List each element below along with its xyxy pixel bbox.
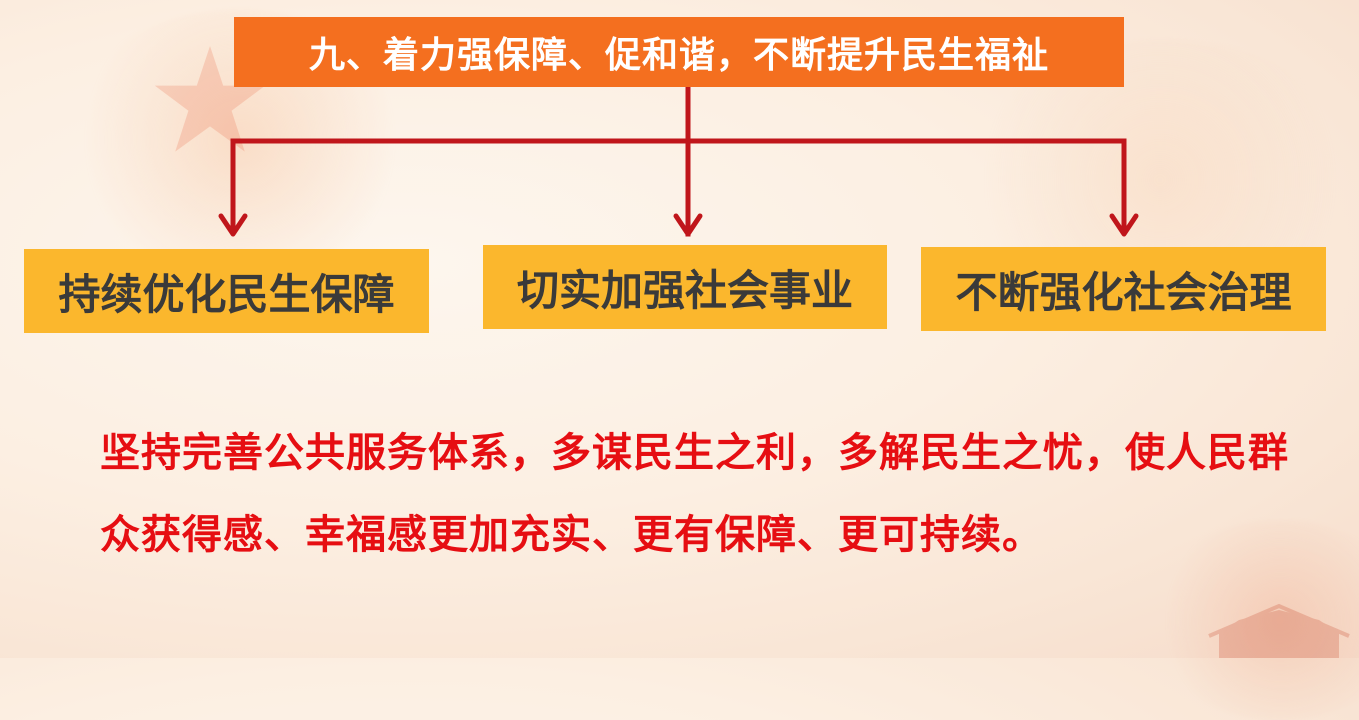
summary-text: 坚持完善公共服务体系，多谋民生之利，多解民生之忧，使人民群众获得感、幸福感更加充… [100,430,1289,558]
title-box: 九、着力强保障、促和谐，不断提升民生福祉 [234,17,1124,87]
branch-label: 持续优化民生保障 [58,269,395,319]
arrow-head-center-icon [673,213,703,237]
branch-label: 切实加强社会事业 [516,265,853,315]
arrow-head-left-icon [218,213,248,237]
branch-box-right: 不断强化社会治理 [921,247,1326,331]
branch-box-left: 持续优化民生保障 [24,249,429,333]
arrow-head-right-icon [1109,213,1139,237]
building-decoration-icon [1208,603,1350,658]
title-text: 九、着力强保障、促和谐，不断提升民生福祉 [308,35,1049,76]
connector-lines [218,84,1139,237]
star-decoration-icon [154,46,266,152]
branch-label: 不断强化社会治理 [955,267,1292,317]
branch-box-center: 切实加强社会事业 [483,245,887,329]
